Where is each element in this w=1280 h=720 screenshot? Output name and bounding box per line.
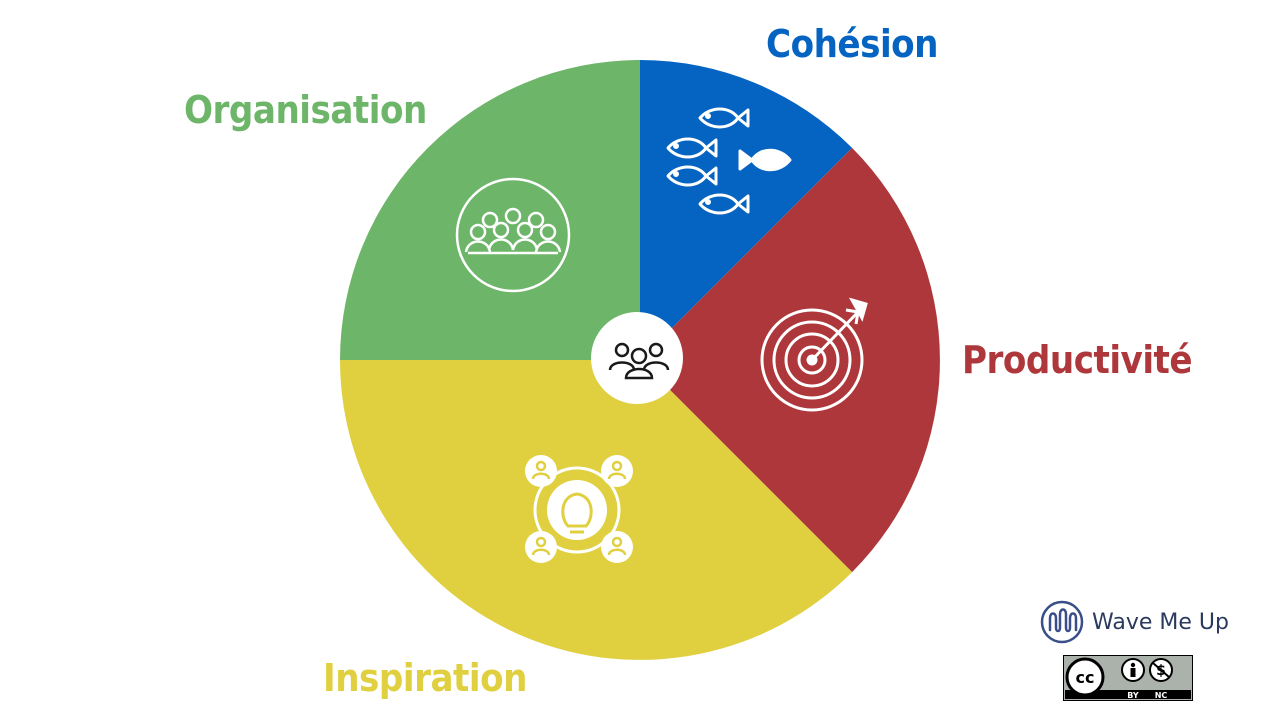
segment-productivite <box>640 147 940 573</box>
label-productivite: Productivité <box>962 338 1193 382</box>
team-icon <box>608 342 670 380</box>
target-arrow-icon <box>760 297 868 412</box>
group-crowd-icon <box>455 177 571 293</box>
label-cohesion: Cohésion <box>766 22 939 66</box>
label-inspiration: Inspiration <box>323 656 527 700</box>
fish-school-icon <box>666 107 792 215</box>
cc-by-text: BY <box>1127 691 1139 700</box>
segment-organisation <box>340 60 640 360</box>
svg-text:cc: cc <box>1076 668 1095 687</box>
label-organisation: Organisation <box>184 88 427 132</box>
brand-block: Wave Me Up <box>1040 600 1229 644</box>
cc-nc-text: NC <box>1155 691 1168 700</box>
brand-name: Wave Me Up <box>1092 609 1229 635</box>
center-hub <box>591 312 683 404</box>
cc-by-nc-icon: cc $ BY NC <box>1063 655 1193 701</box>
wave-logo-icon <box>1040 600 1084 644</box>
lightbulb-network-icon <box>525 455 633 563</box>
